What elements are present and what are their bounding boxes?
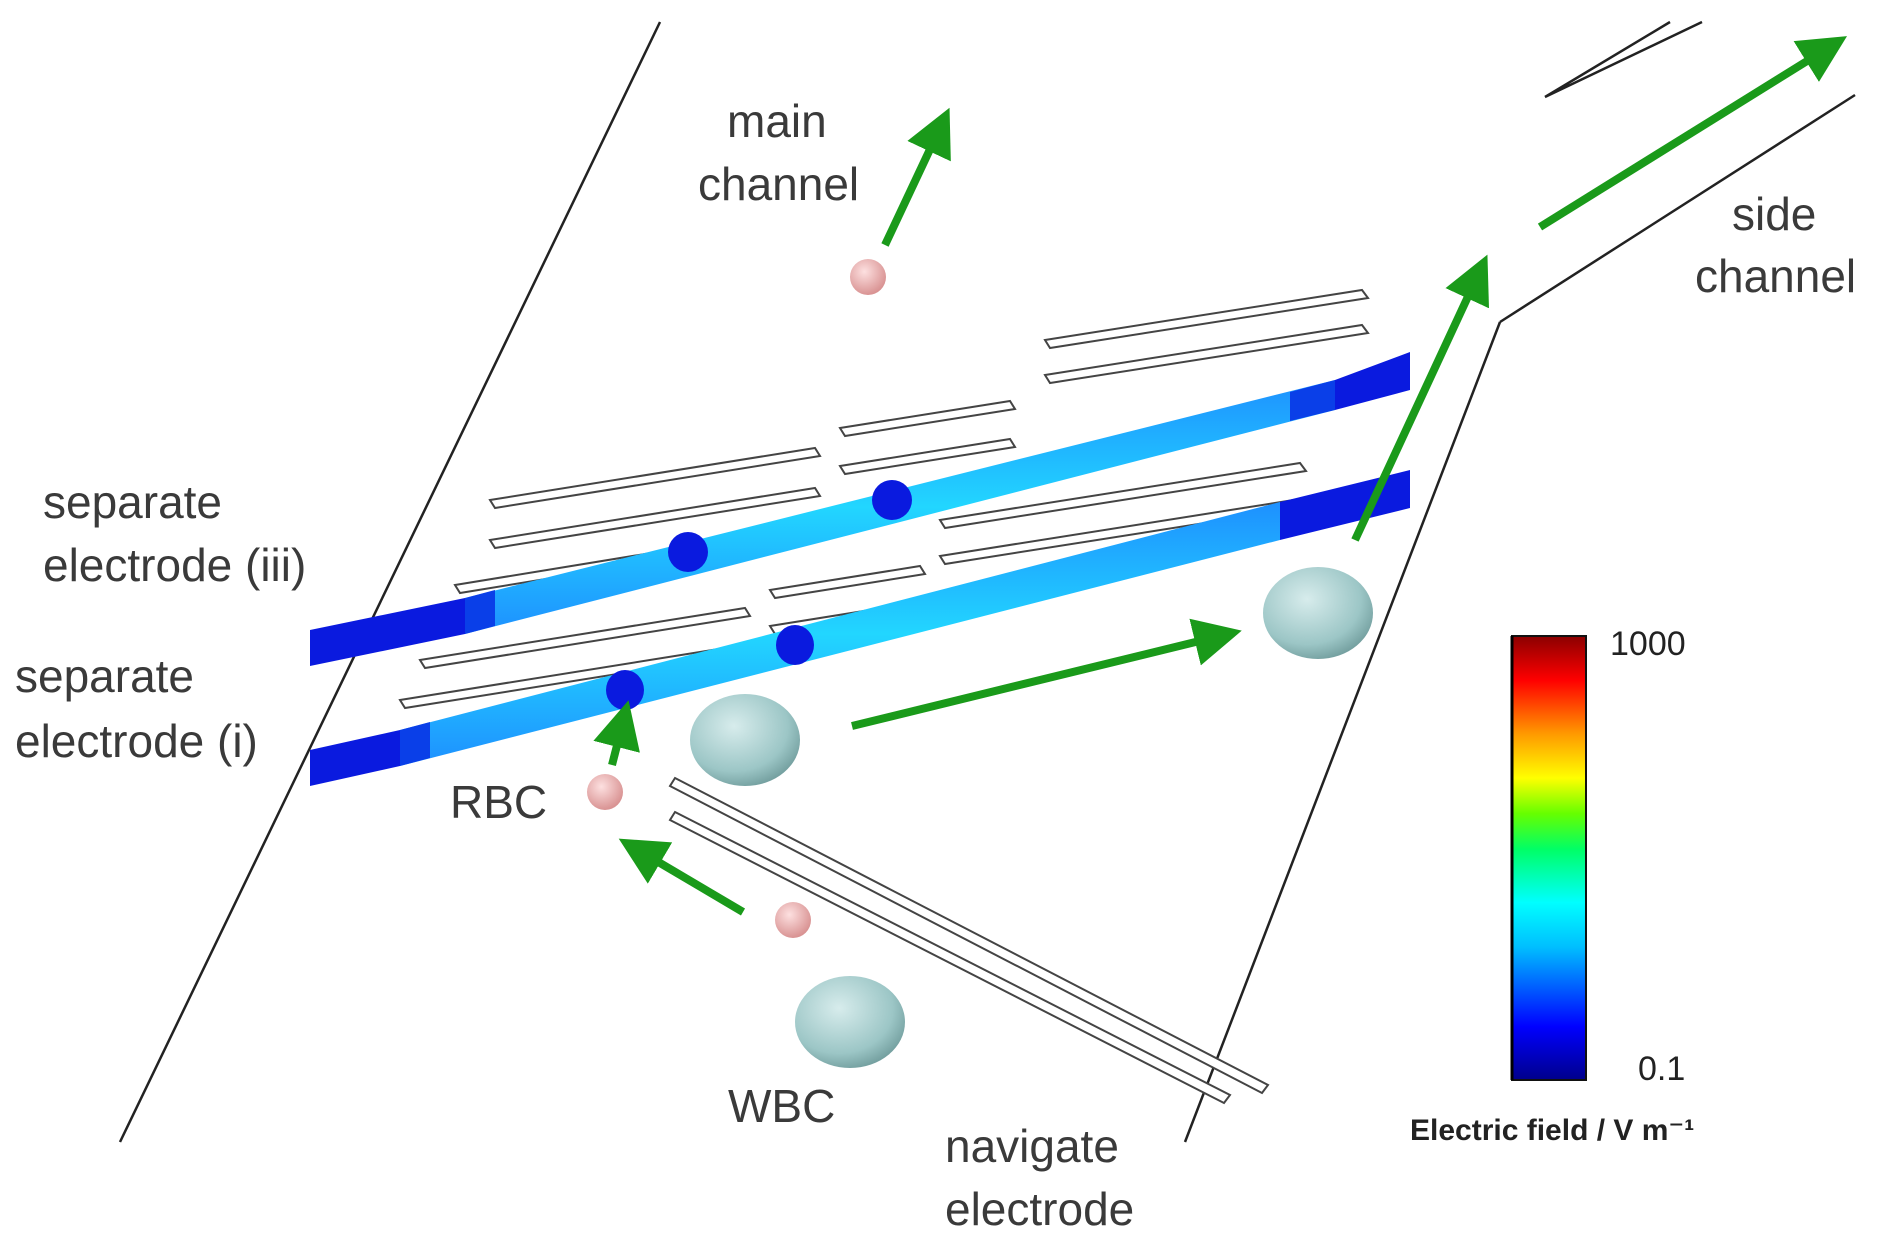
navigate-electrode-label: navigate xyxy=(945,1120,1119,1172)
rbc-cell xyxy=(587,774,623,810)
electrode-iii-left-pad xyxy=(310,598,465,666)
electrode-iii-right-pad xyxy=(1335,352,1410,410)
electrode-iii-field-edge xyxy=(465,590,495,634)
navigate-electrode xyxy=(668,776,1270,1105)
separate-electrode-i-label: separate xyxy=(15,650,194,702)
side-channel-upper-wall xyxy=(1544,20,1703,99)
electrode-iii-field-edge xyxy=(1290,380,1335,421)
wbc-cell-side xyxy=(1263,567,1373,659)
navigate-electrode-line xyxy=(668,776,1270,1095)
electrode-outline xyxy=(488,486,822,550)
wbc-cell-inlet xyxy=(795,976,905,1068)
main-channel-walls xyxy=(118,20,1856,1143)
colorbar-gradient xyxy=(1511,635,1587,1081)
electrode-i-node xyxy=(776,625,814,665)
arrow-rbc-up xyxy=(593,700,640,766)
electrode-i-right-pad xyxy=(1280,470,1410,540)
side-channel-lower-wall xyxy=(1499,93,1856,324)
electrode-outline xyxy=(838,437,1017,476)
main-channel-label: channel xyxy=(698,158,859,210)
arrow-to-side-channel xyxy=(1351,254,1489,542)
main-channel-label: main xyxy=(727,95,827,147)
separate-electrode-iii-label: electrode (iii) xyxy=(43,539,306,591)
electric-field-colorbar: 1000 0.1 Electric field / V m⁻¹ xyxy=(1410,625,1694,1147)
electrode-outline xyxy=(1043,288,1370,350)
rbc-cell-main xyxy=(850,259,886,295)
rbc-label: RBC xyxy=(450,776,547,828)
arrow-wbc-deflect xyxy=(851,618,1242,730)
main-channel-right-wall xyxy=(1183,321,1502,1143)
colorbar-max-label: 1000 xyxy=(1610,625,1686,663)
separate-electrode-iii xyxy=(310,352,1410,666)
rbc-cell-inlet xyxy=(775,902,811,938)
electrode-outline xyxy=(768,564,927,600)
labels: main channel side channel separate elect… xyxy=(15,95,1856,1235)
colorbar-min-label: 0.1 xyxy=(1638,1050,1685,1088)
flow-arrows xyxy=(593,36,1848,916)
electrode-outline xyxy=(1043,323,1370,385)
separate-electrode-iii-label: separate xyxy=(43,476,222,528)
electrode-outline xyxy=(418,606,752,670)
electrode-i-node xyxy=(606,670,644,710)
arrow-inlet xyxy=(618,838,746,916)
electrode-i-left-pad xyxy=(310,730,400,786)
colorbar-title: Electric field / V m⁻¹ xyxy=(1410,1114,1694,1147)
navigate-electrode-label: electrode xyxy=(945,1183,1134,1235)
electrode-iii-node xyxy=(668,532,708,572)
electrode-outline xyxy=(838,399,1017,438)
side-channel-label: channel xyxy=(1695,250,1856,302)
wbc-label: WBC xyxy=(728,1080,835,1132)
cells xyxy=(587,259,1373,1068)
separate-electrode-i-label: electrode (i) xyxy=(15,715,258,767)
wbc-cell xyxy=(690,694,800,786)
navigate-electrode-line xyxy=(668,810,1232,1105)
side-channel-label: side xyxy=(1732,188,1816,240)
arrow-side-channel-outlet xyxy=(1537,36,1848,231)
electrode-iii-node xyxy=(872,480,912,520)
main-channel-left-wall xyxy=(118,21,662,1143)
arrow-to-main-channel xyxy=(881,107,951,247)
electrode-outline xyxy=(938,461,1308,530)
electrode-outline xyxy=(488,446,822,510)
electrode-i-field-edge xyxy=(400,722,430,766)
